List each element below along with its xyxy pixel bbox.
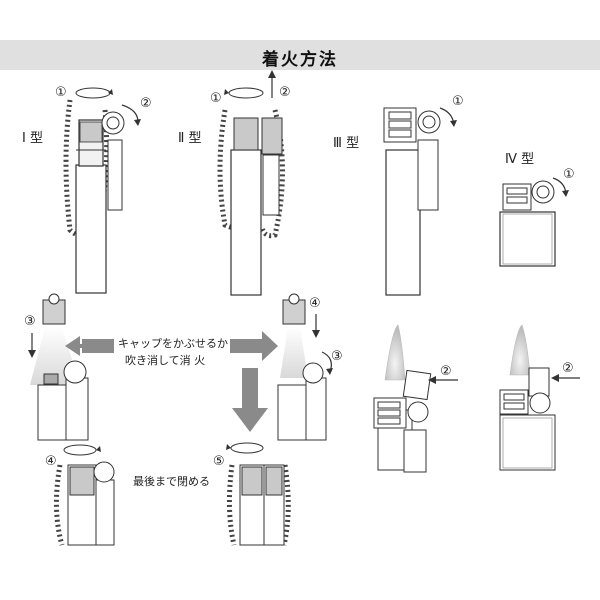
close-center: ⑤ [213, 442, 291, 546]
type1-step1: ① [55, 85, 67, 100]
type3-lighter: Ⅲ 型 ① [333, 94, 464, 296]
type1-step2: ② [140, 96, 152, 111]
type3-open-step2: ② [440, 364, 452, 379]
type4-lighter: Ⅳ 型 ① [499, 152, 575, 267]
gray-arrows [65, 331, 278, 432]
type4-open: ② [499, 324, 580, 471]
title-bar: 着火方法 [0, 40, 600, 70]
type3-open: ② [373, 324, 458, 473]
type1-label: Ⅰ 型 [22, 131, 43, 146]
type3-step1: ① [452, 94, 464, 109]
type1-lighter: Ⅰ 型 ① ② [22, 85, 152, 294]
type2-lighter: Ⅱ 型 ① ② [178, 70, 291, 296]
type3-label: Ⅲ 型 [333, 136, 359, 151]
ext-left-step3: ③ [24, 314, 36, 329]
close-center-step5: ⑤ [213, 454, 225, 469]
type2-step1: ① [210, 91, 222, 106]
type2-step2: ② [279, 85, 291, 100]
close-left: ④ [45, 444, 115, 546]
ext-right-step4: ④ [309, 296, 321, 311]
type2-label: Ⅱ 型 [178, 131, 202, 146]
extinguish-left: ③ [24, 293, 89, 441]
type4-step1: ① [563, 167, 575, 182]
type4-label: Ⅳ 型 [505, 152, 534, 167]
extinguish-right: ④ ③ [277, 293, 343, 441]
extinguish-text-line1: キャップをかぶせるか [118, 337, 228, 350]
page-title: 着火方法 [262, 50, 338, 70]
ext-right-step3: ③ [331, 349, 343, 364]
close-left-step4: ④ [45, 454, 57, 469]
type4-open-step2: ② [562, 361, 574, 376]
close-fully-text: 最後まで閉める [133, 474, 210, 488]
extinguish-text-line2: 吹き消して消 火 [125, 353, 205, 367]
